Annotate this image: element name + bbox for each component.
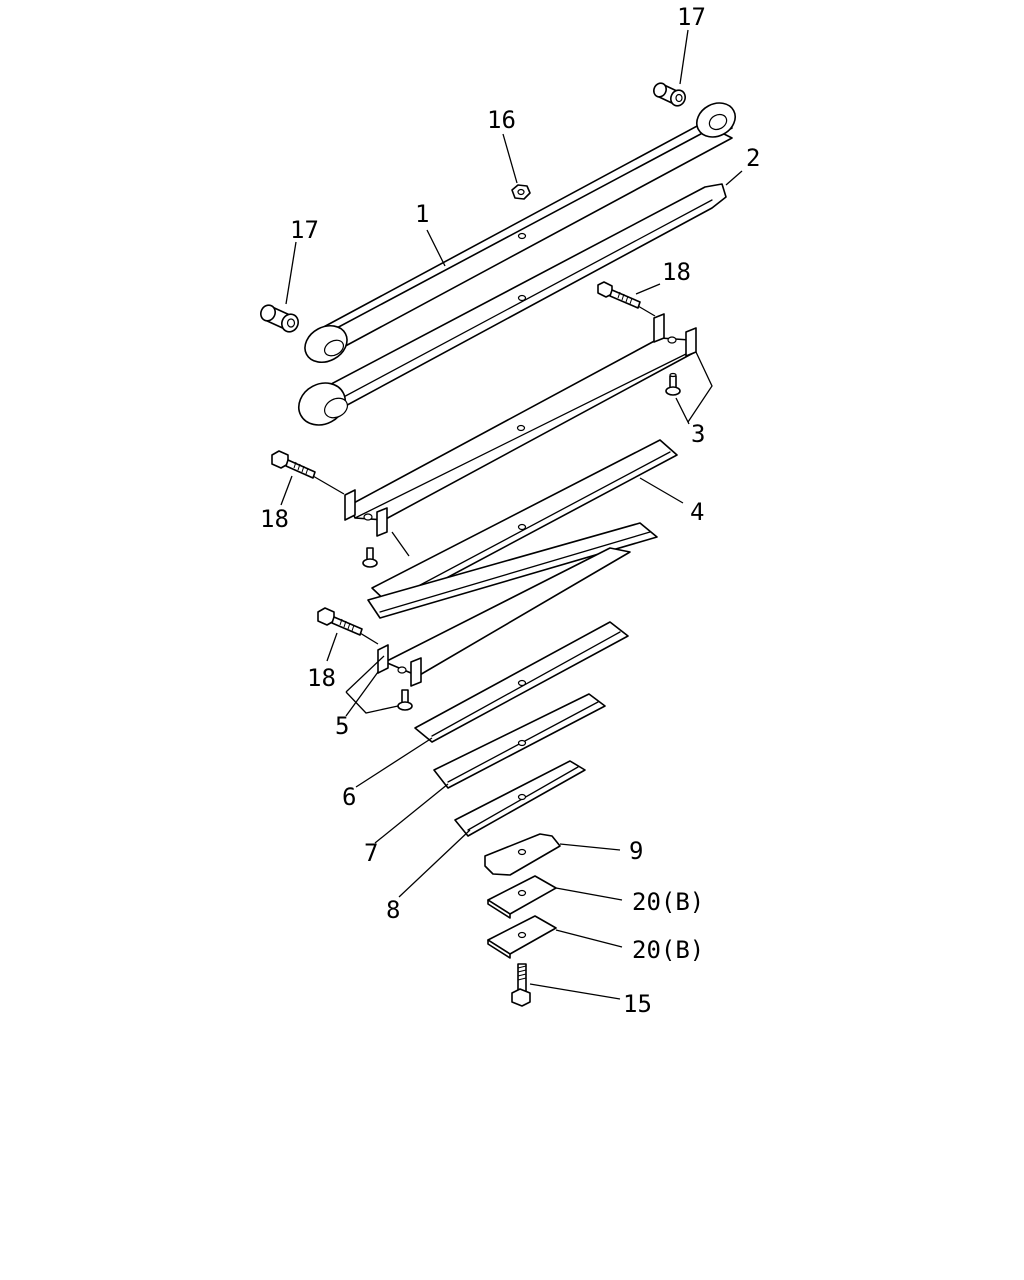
- leaf-7: [433, 693, 606, 789]
- rebound-clip-lower: [377, 547, 631, 687]
- leaf-8: [454, 760, 586, 837]
- center-bolt: [511, 963, 531, 1007]
- fourth-leaf: [367, 522, 658, 619]
- callout-7: 7: [364, 839, 378, 867]
- bolt-mid-left: [271, 450, 345, 495]
- bushing-top: [653, 82, 686, 107]
- callout-8: 8: [386, 896, 400, 924]
- bolt-lower-left: [317, 607, 379, 645]
- spacer-plate: [484, 833, 561, 876]
- shim-plate-a: [487, 875, 557, 919]
- callout-20b-b: 20(B): [632, 936, 704, 964]
- leader-lines: [280, 29, 743, 1000]
- callout-2: 2: [746, 144, 760, 172]
- callout-15: 15: [623, 990, 652, 1018]
- rivet-lower: [397, 689, 413, 711]
- callout-9: 9: [629, 837, 643, 865]
- rebound-clip-upper: [344, 313, 697, 537]
- callout-18-low: 18: [307, 664, 336, 692]
- callout-17-top: 17: [677, 3, 706, 31]
- callout-3: 3: [691, 420, 705, 448]
- callout-18-mid: 18: [260, 505, 289, 533]
- callout-1: 1: [415, 200, 429, 228]
- rivet-upper-right: [665, 372, 681, 396]
- callout-18-top: 18: [662, 258, 691, 286]
- callout-6: 6: [342, 783, 356, 811]
- nut: [511, 184, 531, 200]
- callout-5: 5: [335, 712, 349, 740]
- bushing-left: [260, 304, 299, 333]
- rivet-mid-left: [362, 547, 378, 568]
- callout-20b-a: 20(B): [632, 888, 704, 916]
- second-leaf: [298, 183, 727, 426]
- third-leaf: [371, 439, 678, 608]
- shim-plate-b: [487, 915, 557, 959]
- callout-16: 16: [487, 106, 516, 134]
- callout-17-left: 17: [290, 216, 319, 244]
- callout-4: 4: [690, 498, 704, 526]
- main-leaf: [304, 102, 736, 364]
- leaf-6: [414, 621, 629, 743]
- bolt-upper-right: [597, 281, 656, 317]
